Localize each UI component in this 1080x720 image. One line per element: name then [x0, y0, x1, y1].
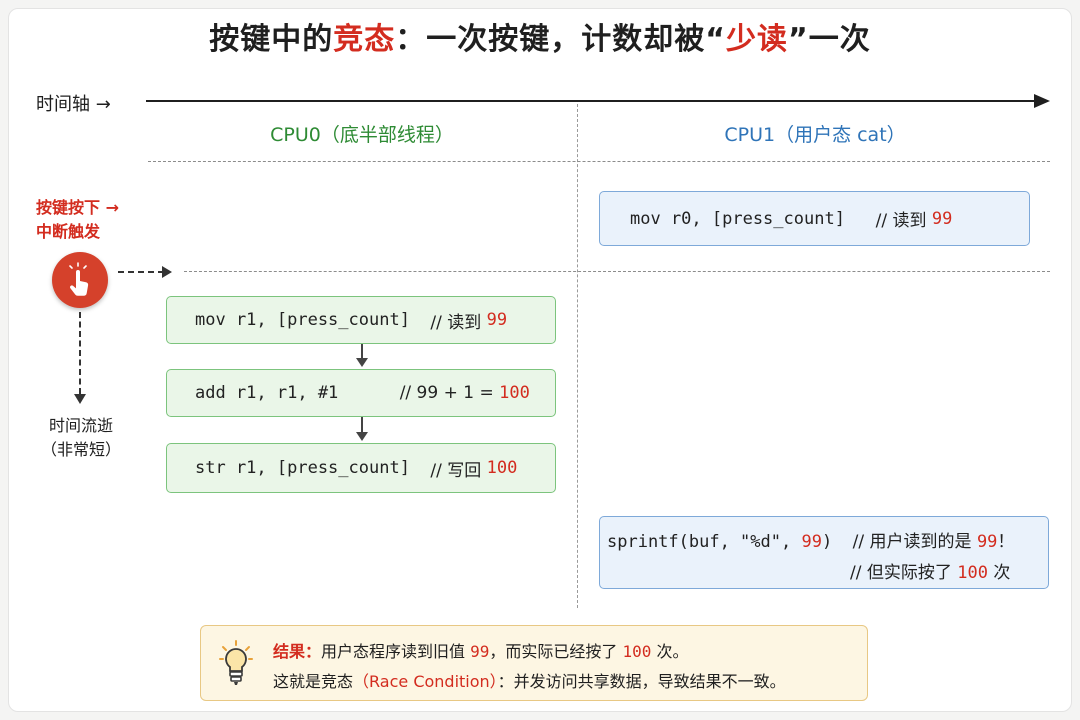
interrupt-event-label: 按键按下 → 中断触发	[36, 196, 146, 244]
title-highlight-missed: 少读	[726, 22, 788, 57]
result-text-a: 用户态程序读到旧值	[321, 642, 471, 661]
interrupt-event-line2: 中断触发	[36, 222, 101, 241]
lightbulb-icon	[219, 640, 253, 685]
interrupt-event-line1: 按键按下 →	[36, 198, 119, 217]
cpu0-step-comment: // 写回	[430, 460, 487, 481]
cpu0-step-value: 100	[486, 458, 518, 478]
arrow-right-icon	[162, 266, 172, 278]
cpu0-step-comment: // 读到	[430, 312, 487, 333]
arrow-down-icon	[74, 394, 86, 404]
cpu0-step-value: 100	[499, 383, 530, 403]
result-callout: 结果：用户态程序读到旧值 99，而实际已经按了 100 次。 这就是竞态（Rac…	[200, 625, 868, 701]
cpu0-column-title: CPU0（底半部线程）	[270, 124, 454, 146]
cpu0-step-value: 99	[486, 310, 508, 330]
title-suffix: ”一次	[788, 22, 871, 57]
title-prefix: 按键中的	[209, 22, 334, 57]
cpu0-step-store: str r1, [press_count] // 写回 100	[166, 443, 556, 493]
cpu1-column-title: CPU1（用户态 cat）	[724, 124, 906, 146]
cpu1-print-tail: ！	[997, 532, 1015, 552]
step-connector	[361, 344, 363, 358]
time-flow-line1: 时间流逝	[48, 416, 113, 435]
result-race-condition: （Race Condition）	[353, 672, 498, 691]
cpu0-step-code: add r1, r1, #1	[195, 383, 400, 403]
cpu1-print-box: sprintf(buf, "%d", 99) // 用户读到的是 99！ // …	[599, 516, 1049, 589]
result-text-d: 这就是竞态	[273, 672, 354, 691]
cpu0-step-code: mov r1, [press_count]	[195, 310, 431, 330]
cpu1-print-tail2: 次	[987, 563, 1011, 583]
hand-press-glyph	[69, 262, 89, 296]
time-flow-dashed-arrow	[79, 312, 81, 394]
page-title: 按键中的竞态：一次按键，计数却被“少读”一次	[0, 14, 1080, 58]
result-text-e: ：并发访问共享数据，导致结果不一致。	[497, 672, 786, 691]
cpu1-print-comment2: // 但实际按了	[850, 563, 958, 583]
time-axis-line	[146, 100, 1036, 102]
result-text-b: ，而实际已经按了	[489, 642, 623, 661]
title-highlight-race: 竞态	[333, 22, 396, 57]
cpu1-print-comment: // 用户读到的是	[852, 532, 977, 552]
arrow-right-icon	[1034, 94, 1050, 108]
cpu1-print-code: sprintf(buf, "%d",	[607, 532, 802, 552]
result-label: 结果：	[273, 642, 322, 661]
time-axis-label: 时间轴 →	[36, 94, 111, 115]
diagram-frame	[8, 8, 1072, 712]
cpu1-print-close: )	[821, 532, 853, 552]
cpu1-read-code: mov r0, [press_count]	[630, 208, 876, 229]
time-flow-label: 时间流逝 （非常短）	[36, 414, 126, 462]
result-actual-value: 100	[622, 642, 652, 661]
result-text-c: 次。	[651, 642, 689, 661]
cpu1-print-line1: sprintf(buf, "%d", 99) // 用户读到的是 99！	[607, 527, 1014, 552]
interrupt-dashed-arrow	[118, 271, 164, 273]
cpu1-read-value: 99	[931, 208, 953, 229]
result-line2: 这就是竞态（Race Condition）：并发访问共享数据，导致结果不一致。	[273, 668, 786, 692]
result-old-value: 99	[470, 642, 490, 661]
step-connector	[361, 417, 363, 432]
time-flow-line2: （非常短）	[40, 440, 121, 459]
cpu0-step-code: str r1, [press_count]	[195, 458, 431, 478]
cpu1-print-line2: // 但实际按了 100 次	[850, 558, 1010, 583]
cpu0-step-load: mov r1, [press_count] // 读到 99	[166, 296, 556, 344]
cpu0-step-comment: // 99 + 1 =	[399, 383, 500, 403]
hand-press-icon	[52, 252, 108, 308]
cpu1-print-arg: 99	[801, 532, 822, 552]
column-divider	[577, 104, 578, 608]
header-divider	[148, 161, 1050, 162]
cpu1-print-value2: 100	[957, 563, 988, 583]
cpu1-print-value: 99	[976, 532, 998, 552]
result-line1: 结果：用户态程序读到旧值 99，而实际已经按了 100 次。	[273, 638, 688, 662]
cpu0-step-add: add r1, r1, #1 // 99 + 1 = 100	[166, 369, 556, 417]
arrow-down-icon	[356, 432, 368, 441]
interrupt-divider	[184, 271, 1050, 272]
cpu1-read-comment: // 读到	[875, 211, 932, 231]
title-middle: ：一次按键，计数却被“	[395, 22, 726, 57]
cpu1-read-box: mov r0, [press_count] // 读到 99	[599, 191, 1030, 246]
arrow-down-icon	[356, 358, 368, 367]
